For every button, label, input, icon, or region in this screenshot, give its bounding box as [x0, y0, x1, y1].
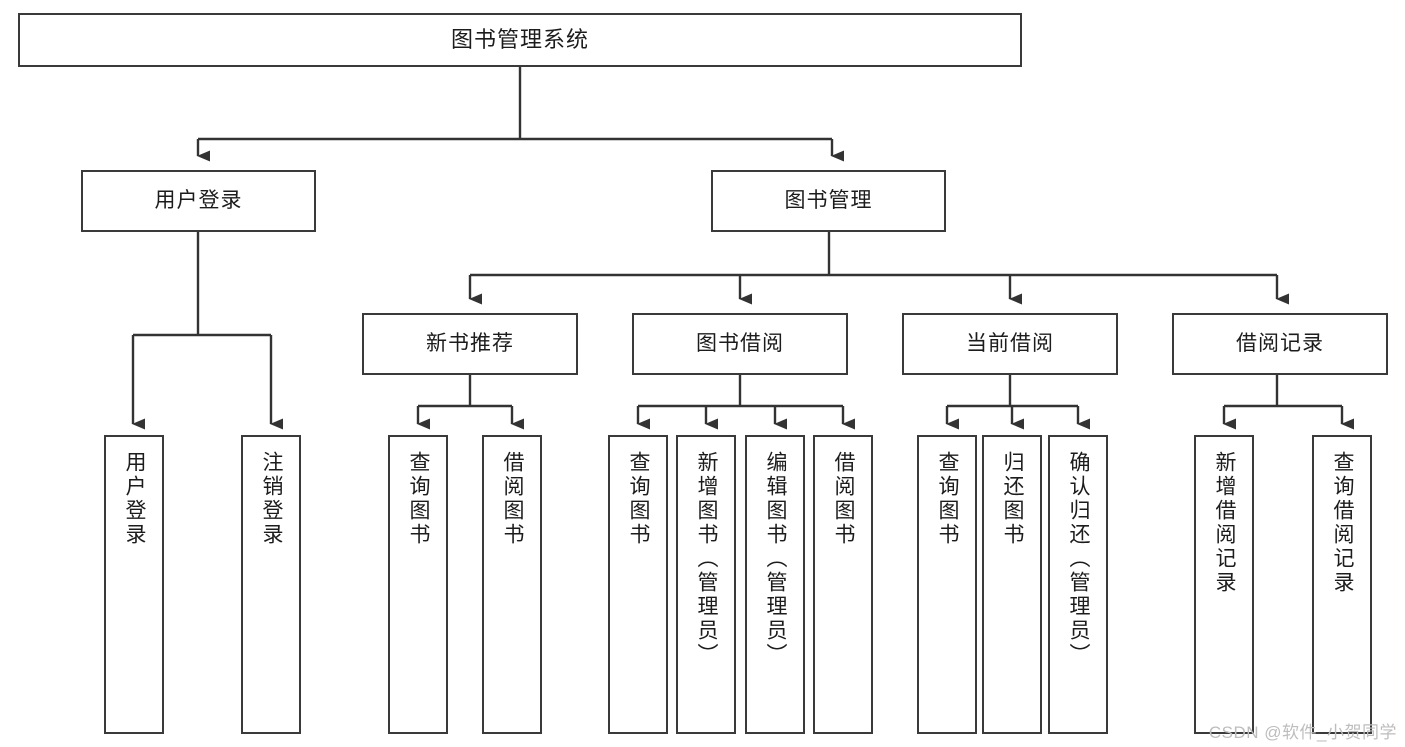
node-root[interactable]: 图书管理系统	[18, 13, 1022, 67]
node-leaf-query-book-1-label: 查询图书	[407, 451, 431, 547]
node-book-manage[interactable]: 图书管理	[711, 170, 946, 232]
node-leaf-user-login[interactable]: 用户登录	[104, 435, 164, 734]
node-borrow-record[interactable]: 借阅记录	[1172, 313, 1388, 375]
node-leaf-add-book[interactable]: 新增图书（管理员）	[676, 435, 736, 734]
node-book-borrow[interactable]: 图书借阅	[632, 313, 848, 375]
node-root-label: 图书管理系统	[450, 27, 589, 53]
node-leaf-query-book-3[interactable]: 查询图书	[917, 435, 977, 734]
node-leaf-add-record-label: 新增借阅记录	[1213, 451, 1237, 595]
node-new-book-rec-label: 新书推荐	[426, 331, 514, 355]
node-leaf-return-book-label: 归还图书	[1001, 451, 1025, 547]
node-leaf-edit-book[interactable]: 编辑图书（管理员）	[745, 435, 805, 734]
node-new-book-rec[interactable]: 新书推荐	[362, 313, 578, 375]
node-leaf-query-book-3-label: 查询图书	[936, 451, 960, 547]
node-leaf-query-book-1[interactable]: 查询图书	[388, 435, 448, 734]
node-leaf-logout-label: 注销登录	[260, 451, 284, 547]
node-leaf-query-book-2-label: 查询图书	[627, 451, 651, 547]
node-leaf-borrow-book-1[interactable]: 借阅图书	[482, 435, 542, 734]
node-leaf-borrow-book-2[interactable]: 借阅图书	[813, 435, 873, 734]
node-leaf-borrow-book-2-label: 借阅图书	[832, 451, 856, 547]
node-leaf-add-book-label: 新增图书（管理员）	[695, 451, 719, 667]
node-leaf-borrow-book-1-label: 借阅图书	[501, 451, 525, 547]
node-user-login[interactable]: 用户登录	[81, 170, 316, 232]
node-leaf-query-record-label: 查询借阅记录	[1331, 451, 1355, 595]
node-current-borrow-label: 当前借阅	[966, 331, 1054, 355]
node-leaf-confirm-return[interactable]: 确认归还（管理员）	[1048, 435, 1108, 734]
node-book-manage-label: 图书管理	[784, 188, 873, 212]
node-leaf-edit-book-label: 编辑图书（管理员）	[764, 451, 788, 667]
node-book-borrow-label: 图书借阅	[696, 331, 784, 355]
node-leaf-user-login-label: 用户登录	[123, 451, 147, 547]
node-leaf-return-book[interactable]: 归还图书	[982, 435, 1042, 734]
node-borrow-record-label: 借阅记录	[1236, 331, 1324, 355]
node-leaf-confirm-return-label: 确认归还（管理员）	[1067, 451, 1091, 667]
node-current-borrow[interactable]: 当前借阅	[902, 313, 1118, 375]
watermark: CSDN @软件_小贺同学	[1208, 723, 1397, 742]
node-leaf-logout[interactable]: 注销登录	[241, 435, 301, 734]
node-leaf-query-book-2[interactable]: 查询图书	[608, 435, 668, 734]
node-user-login-label: 用户登录	[154, 188, 243, 212]
node-leaf-query-record[interactable]: 查询借阅记录	[1312, 435, 1372, 734]
node-leaf-add-record[interactable]: 新增借阅记录	[1194, 435, 1254, 734]
